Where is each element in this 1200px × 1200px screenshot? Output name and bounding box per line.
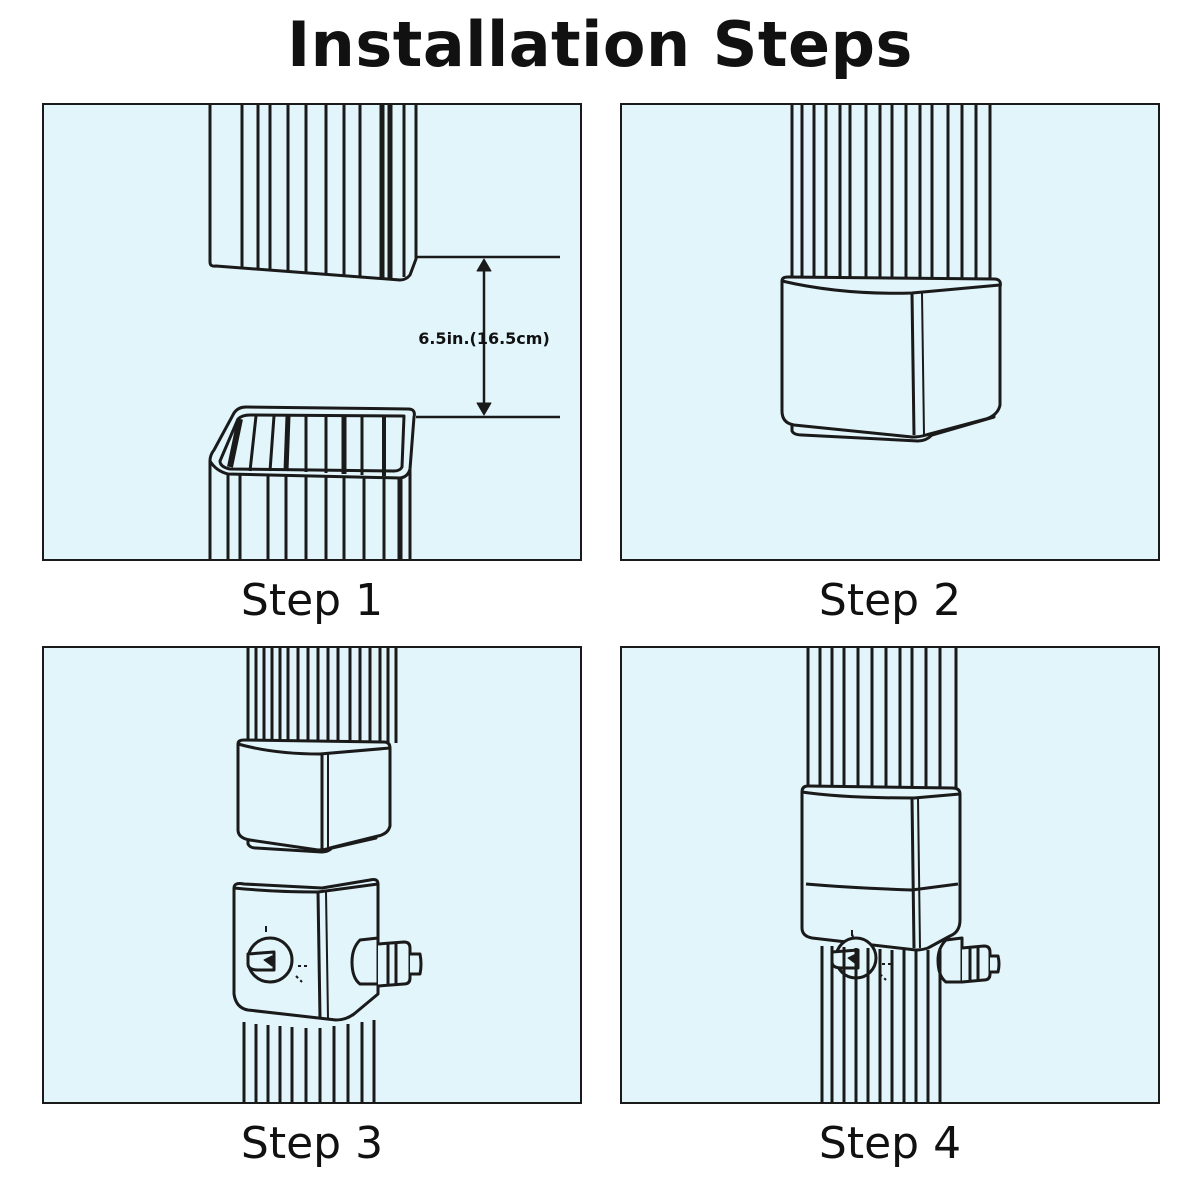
lower-downspout [820, 946, 942, 1102]
downspout [806, 648, 958, 788]
rain-diverter [232, 878, 423, 1022]
dimension-label: 6.5in.(16.5cm) [418, 329, 550, 348]
step-3-caption: Step 3 [240, 1118, 384, 1169]
step-3-illustration [42, 646, 582, 1104]
step-4-illustration [620, 646, 1160, 1104]
lower-downspout [208, 405, 560, 559]
step-2-illustration [620, 103, 1160, 561]
step-1-caption: Step 1 [240, 575, 384, 626]
downspout [246, 648, 398, 743]
upper-downspout [208, 105, 560, 282]
page-title: Installation Steps [287, 8, 913, 81]
adapter-sleeve [236, 738, 392, 854]
adapter-and-diverter [800, 784, 1001, 984]
downspout [790, 105, 992, 280]
adapter-sleeve [780, 275, 1002, 443]
step-4-caption: Step 4 [818, 1118, 962, 1169]
lower-downspout [242, 1020, 376, 1102]
step-2-caption: Step 2 [818, 575, 962, 626]
step-1-illustration: 6.5in.(16.5cm) [42, 103, 582, 561]
dimension-arrow [476, 258, 492, 416]
